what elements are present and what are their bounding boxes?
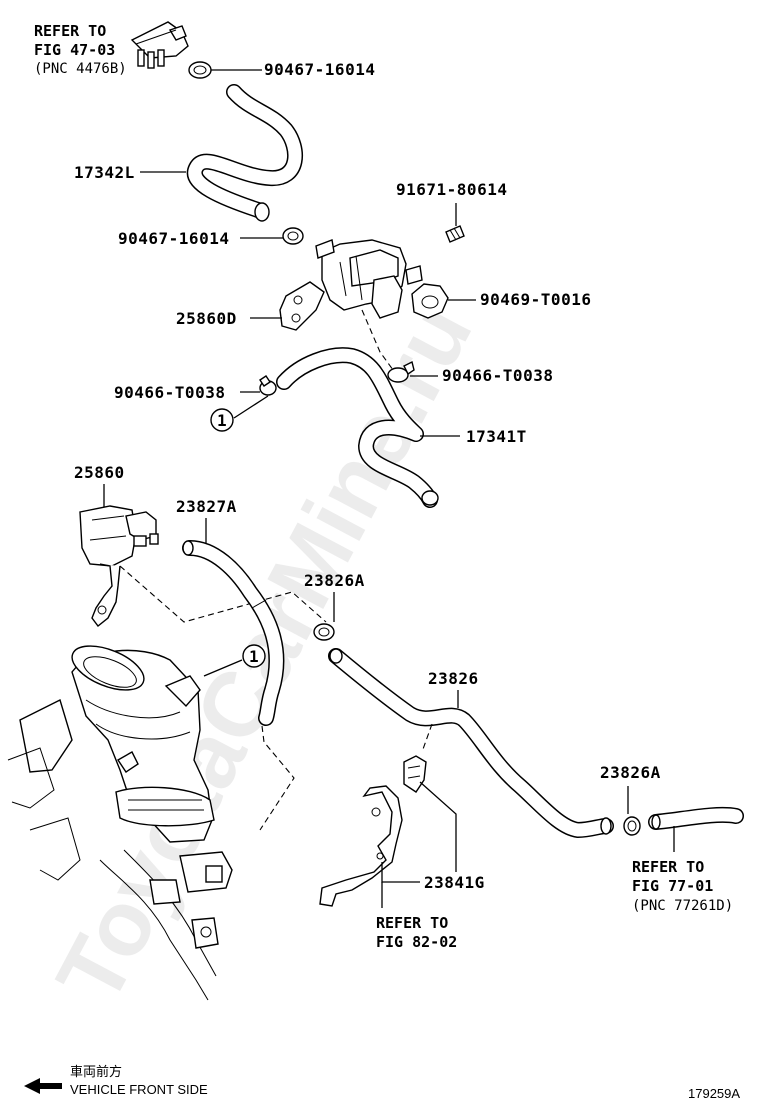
marker-circle-a (210, 408, 234, 432)
marker-circle-b (242, 644, 266, 668)
ref-fig47-line3: (PNC 4476B) (34, 61, 127, 77)
clip-23826A-top-icon (313, 623, 335, 641)
ref-fig82-line2: FIG 82-02 (376, 933, 457, 951)
clip-90469-icon (411, 283, 449, 319)
clip-left-90466-icon (259, 375, 277, 396)
label-clip-left-90466: 90466-T0038 (114, 383, 225, 402)
ref-fig47-line1: REFER TO (34, 22, 106, 40)
label-bolt: 91671-80614 (396, 180, 507, 199)
label-bracket-23841G: 23841G (424, 873, 485, 892)
ref-fig77-line3: (PNC 77261D) (632, 898, 733, 914)
vsv-valve-25860D (279, 239, 423, 331)
ref-fig47-line2: FIG 47-03 (34, 41, 115, 59)
ref-fig82-line1: REFER TO (376, 914, 448, 932)
label-clip-23826A-right: 23826A (600, 763, 661, 782)
label-valve-25860: 25860 (74, 463, 125, 482)
label-hose-23827A: 23827A (176, 497, 237, 516)
label-hose-17342L: 17342L (74, 163, 135, 182)
ref-fig77-line1: REFER TO (632, 858, 704, 876)
ref-fig77-line2: FIG 77-01 (632, 877, 713, 895)
marker-circle-a-label: 1 (217, 411, 227, 430)
label-clip-right-90466: 90466-T0038 (442, 366, 553, 385)
front-arrow-icon (24, 1078, 62, 1094)
hose-17342L (187, 84, 304, 222)
label-clip-90469: 90469-T0016 (480, 290, 591, 309)
label-clip-top: 90467-16014 (264, 60, 375, 79)
clip-mid-icon (282, 227, 304, 245)
figure-id: 179259A (688, 1086, 740, 1101)
bracket-23841G (319, 755, 427, 907)
label-clip-23826A-top: 23826A (304, 571, 365, 590)
hose-23826 (328, 648, 614, 838)
connector-fig47 (130, 21, 189, 69)
hose-17341T (276, 347, 439, 508)
clip-23826A-right-icon (623, 816, 641, 836)
clip-right-90466-icon (387, 360, 415, 383)
hose-23827A (182, 540, 285, 726)
label-valve-25860D: 25860D (176, 309, 237, 328)
bolt-icon (445, 225, 465, 243)
jp-direction-label: 車両前方 (70, 1064, 122, 1079)
marker-circle-b-label: 1 (249, 647, 259, 666)
hose-to-fig77 (648, 806, 744, 830)
label-hose-23826: 23826 (428, 669, 479, 688)
intake-assembly (7, 645, 233, 1001)
vsv-valve-25860 (79, 505, 159, 627)
label-clip-mid: 90467-16014 (118, 229, 229, 248)
clip-top-icon (188, 61, 212, 79)
vehicle-front-side-label: VEHICLE FRONT SIDE (70, 1082, 208, 1097)
label-hose-17341T: 17341T (466, 427, 527, 446)
